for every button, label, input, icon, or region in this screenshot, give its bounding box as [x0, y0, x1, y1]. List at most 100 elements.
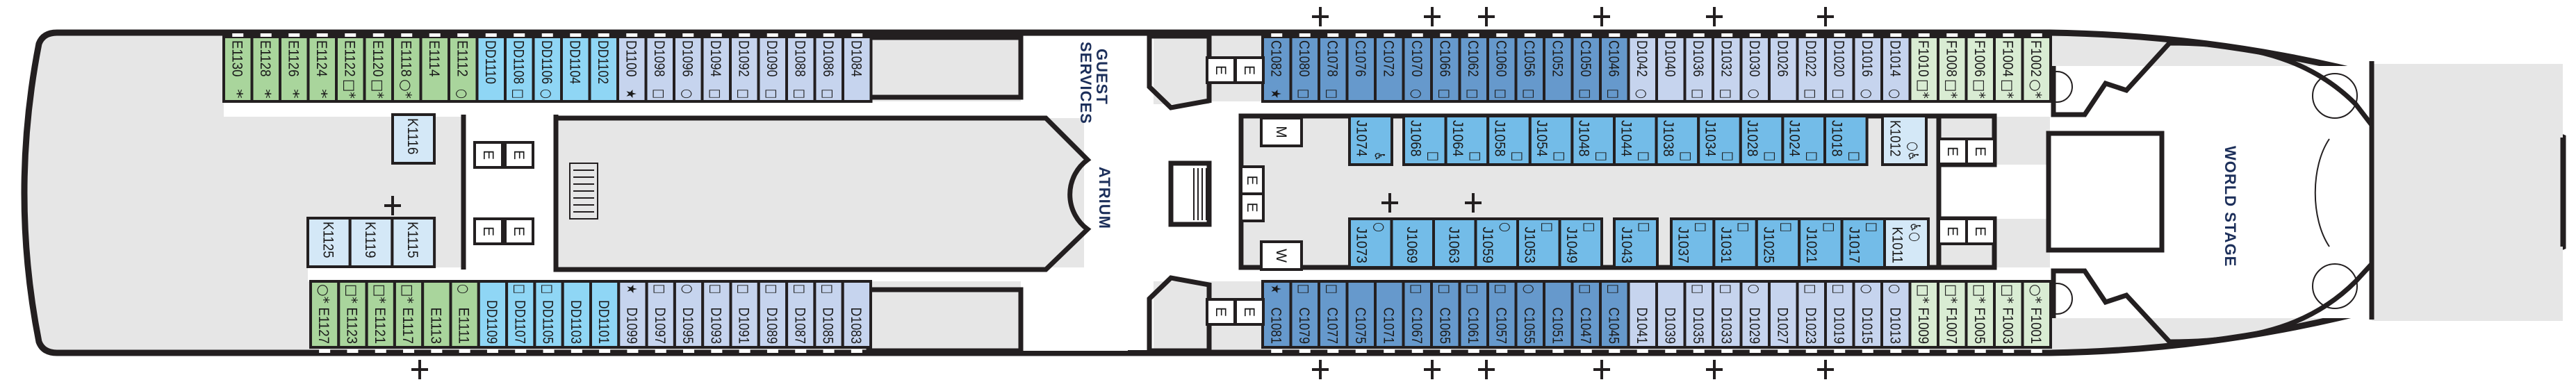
cabin-J1064[interactable]: J1064□ [1444, 115, 1490, 166]
cabin-D1039[interactable]: D1039 [1655, 280, 1687, 353]
cabin-F1007[interactable]: □*F1007 [1937, 280, 1968, 353]
cabin-K1119[interactable]: K1119 [348, 217, 394, 268]
cabin-E1112[interactable]: E1112○ [448, 33, 479, 103]
cabin-J1068[interactable]: J1068□ [1402, 115, 1447, 166]
cabin-F1005[interactable]: □*F1005 [1964, 280, 1996, 353]
cabin-D1015[interactable]: ○D1015 [1852, 280, 1883, 353]
cabin-DD1109[interactable]: DD1109 [477, 280, 509, 353]
cabin-D1090[interactable]: D1090□ [757, 33, 788, 103]
cabin-J1031[interactable]: □J1031 [1712, 217, 1758, 269]
cabin-E1130[interactable]: E1130* [222, 33, 254, 103]
cabin-C1065[interactable]: □C1065 [1430, 280, 1461, 353]
cabin-D1095[interactable]: ○D1095 [673, 280, 705, 353]
cabin-K1011[interactable]: ♿○K1011 [1883, 217, 1930, 269]
cabin-C1081[interactable]: ★C1081 [1261, 280, 1293, 353]
cabin-E1126[interactable]: E1126* [279, 33, 310, 103]
cabin-C1076[interactable]: C1076 [1345, 33, 1377, 103]
cabin-D1086[interactable]: D1086□ [813, 33, 844, 103]
cabin-C1079[interactable]: □C1079 [1289, 280, 1320, 353]
cabin-C1080[interactable]: C1080□ [1289, 33, 1320, 103]
cabin-D1036[interactable]: D1036□ [1683, 33, 1714, 103]
cabin-C1082[interactable]: C1082★ [1261, 33, 1293, 103]
cabin-F1008[interactable]: F1008□* [1937, 33, 1968, 103]
cabin-D1089[interactable]: □D1089 [757, 280, 789, 353]
cabin-J1054[interactable]: J1054□ [1528, 115, 1574, 166]
cabin-E1127[interactable]: ○*E1127 [309, 280, 341, 353]
cabin-E1123[interactable]: □*E1123 [337, 280, 368, 353]
cabin-DD1110[interactable]: DD1110 [475, 33, 507, 103]
cabin-D1032[interactable]: D1032□ [1712, 33, 1743, 103]
cabin-J1059[interactable]: ○J1059 [1474, 217, 1519, 269]
cabin-D1014[interactable]: D1014○ [1880, 33, 1912, 103]
cabin-D1042[interactable]: D1042○ [1627, 33, 1658, 103]
cabin-DD1103[interactable]: DD1103 [561, 280, 593, 353]
cabin-J1017[interactable]: □J1017 [1840, 217, 1887, 269]
cabin-D1083[interactable]: D1083 [841, 280, 872, 353]
cabin-C1047[interactable]: □C1047 [1570, 280, 1602, 353]
cabin-C1057[interactable]: □C1057 [1486, 280, 1518, 353]
cabin-F1002[interactable]: F1002○* [2021, 33, 2052, 103]
cabin-D1019[interactable]: □D1019 [1824, 280, 1855, 353]
cabin-E1117[interactable]: □*E1117 [393, 280, 425, 353]
cabin-J1037[interactable]: □J1037 [1670, 217, 1716, 269]
cabin-D1091[interactable]: □D1091 [729, 280, 760, 353]
cabin-J1073[interactable]: ○J1073 [1348, 217, 1393, 269]
cabin-D1093[interactable]: □D1093 [701, 280, 732, 353]
cabin-D1097[interactable]: □D1097 [645, 280, 676, 353]
cabin-C1061[interactable]: □C1061 [1458, 280, 1489, 353]
cabin-C1066[interactable]: C1066□ [1430, 33, 1461, 103]
cabin-J1058[interactable]: J1058□ [1486, 115, 1532, 166]
cabin-D1030[interactable]: D1030○ [1739, 33, 1771, 103]
cabin-E1128[interactable]: E1128* [250, 33, 281, 103]
cabin-E1120[interactable]: E1120□* [363, 33, 394, 103]
cabin-D1033[interactable]: □D1033 [1712, 280, 1743, 353]
cabin-C1051[interactable]: C1051 [1543, 280, 1574, 353]
cabin-D1029[interactable]: ○D1029 [1739, 280, 1771, 353]
cabin-DD1101[interactable]: DD1101 [589, 280, 621, 353]
cabin-D1027[interactable]: D1027 [1768, 280, 1799, 353]
cabin-D1016[interactable]: D1016○ [1852, 33, 1883, 103]
cabin-J1048[interactable]: J1048□ [1570, 115, 1616, 166]
cabin-J1028[interactable]: J1028□ [1739, 115, 1785, 166]
cabin-J1038[interactable]: J1038□ [1655, 115, 1700, 166]
cabin-D1020[interactable]: D1020□ [1824, 33, 1855, 103]
cabin-D1096[interactable]: D1096○ [673, 33, 704, 103]
cabin-J1025[interactable]: □J1025 [1755, 217, 1801, 269]
cabin-D1026[interactable]: D1026 [1768, 33, 1799, 103]
cabin-D1088[interactable]: D1088□ [785, 33, 817, 103]
cabin-C1072[interactable]: C1072 [1374, 33, 1405, 103]
cabin-DD1106[interactable]: DD1106○ [532, 33, 563, 103]
cabin-E1111[interactable]: ○E1111 [449, 280, 480, 353]
cabin-D1092[interactable]: D1092□ [729, 33, 760, 103]
cabin-DD1108[interactable]: DD1108□ [504, 33, 535, 103]
cabin-E1118[interactable]: E1118○* [391, 33, 423, 103]
cabin-D1013[interactable]: ○D1013 [1880, 280, 1912, 353]
cabin-F1010[interactable]: F1010□* [1908, 33, 1939, 103]
cabin-J1021[interactable]: □J1021 [1798, 217, 1844, 269]
cabin-F1003[interactable]: □*F1003 [1993, 280, 2024, 353]
cabin-C1060[interactable]: C1060□ [1486, 33, 1518, 103]
cabin-J1053[interactable]: □J1053 [1516, 217, 1561, 269]
cabin-K1125[interactable]: K1125 [306, 217, 352, 268]
cabin-D1035[interactable]: □D1035 [1683, 280, 1714, 353]
cabin-D1100[interactable]: D1100★ [616, 33, 648, 103]
cabin-D1099[interactable]: ★D1099 [617, 280, 648, 353]
cabin-D1023[interactable]: □D1023 [1796, 280, 1827, 353]
cabin-C1052[interactable]: C1052 [1543, 33, 1574, 103]
cabin-J1044[interactable]: J1044□ [1613, 115, 1658, 166]
cabin-K1116[interactable]: K1116 [391, 113, 436, 165]
cabin-D1094[interactable]: D1094□ [700, 33, 732, 103]
cabin-J1049[interactable]: □J1049 [1558, 217, 1603, 269]
cabin-C1078[interactable]: C1078□ [1318, 33, 1349, 103]
cabin-DD1107[interactable]: □DD1107 [505, 280, 536, 353]
cabin-C1046[interactable]: C1046□ [1599, 33, 1630, 103]
cabin-D1098[interactable]: D1098□ [644, 33, 675, 103]
cabin-C1056[interactable]: C1056□ [1514, 33, 1545, 103]
cabin-E1124[interactable]: E1124* [306, 33, 338, 103]
cabin-C1067[interactable]: □C1067 [1402, 280, 1433, 353]
cabin-D1085[interactable]: □D1085 [813, 280, 844, 353]
cabin-DD1105[interactable]: □DD1105 [533, 280, 564, 353]
cabin-J1043[interactable]: □J1043 [1613, 217, 1659, 269]
cabin-C1045[interactable]: □C1045 [1599, 280, 1630, 353]
cabin-J1024[interactable]: J1024□ [1781, 115, 1826, 166]
